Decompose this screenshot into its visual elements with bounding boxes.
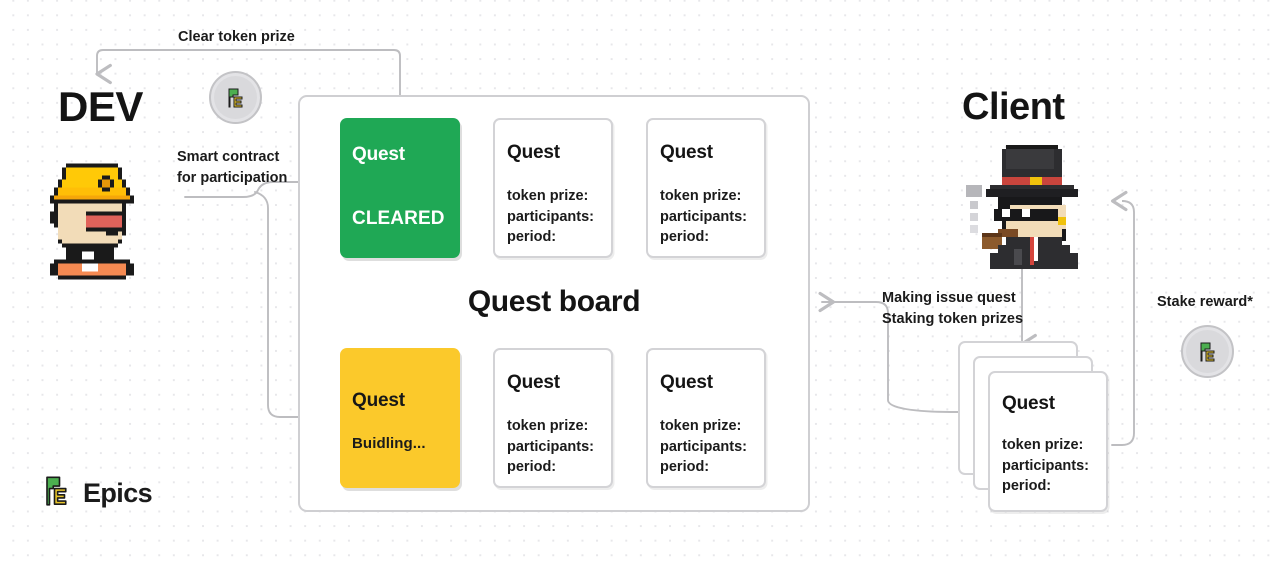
brand-lockup: Epics: [42, 474, 153, 513]
quest-card-title: Quest: [507, 142, 560, 163]
edge-label-stake-reward: Stake reward*: [1157, 294, 1253, 310]
quest-card-title: Quest: [660, 142, 713, 163]
quest-card-details: token prize: participants: period:: [507, 188, 595, 245]
quest-card-bot-2[interactable]: Quest token prize: participants: period:: [493, 348, 613, 488]
quest-card-details: token prize: participants: period:: [507, 418, 595, 475]
client-title: Client: [962, 86, 1065, 128]
epics-coin-icon: [209, 71, 262, 124]
quest-card-building[interactable]: Quest Buidling...: [340, 348, 460, 488]
quest-card-details: token prize: participants: period:: [1002, 437, 1090, 494]
pixel-worker-avatar: [38, 155, 150, 285]
edge-label-smart-contract: Smart contract for participation: [177, 149, 288, 186]
quest-card-cleared[interactable]: Quest CLEARED: [340, 118, 460, 258]
quest-card-title: Quest: [352, 144, 405, 165]
quest-card-status: CLEARED: [352, 208, 445, 229]
quest-board-title: Quest board: [467, 285, 641, 318]
edge-label-making-issue-quest: Making issue quest Staking token prizes: [882, 290, 1024, 327]
quest-card-top-3[interactable]: Quest token prize: participants: period:: [646, 118, 766, 258]
brand-name: Epics: [83, 478, 153, 508]
quest-card-title: Quest: [1002, 393, 1055, 414]
quest-card-top-2[interactable]: Quest token prize: participants: period:: [493, 118, 613, 258]
quest-card-bot-3[interactable]: Quest token prize: participants: period:: [646, 348, 766, 488]
quest-card-title: Quest: [507, 372, 560, 393]
quest-card-details: token prize: participants: period:: [660, 188, 748, 245]
quest-card-title: Quest: [660, 372, 713, 393]
epics-logo-icon: [42, 474, 72, 513]
client-quest-stack-front[interactable]: Quest token prize: participants: period:: [988, 371, 1108, 512]
pixel-gentleman-avatar: [962, 140, 1098, 275]
dev-title: DEV: [58, 83, 143, 130]
wire-stake-reward: [1110, 190, 1135, 446]
edge-label-clear-token-prize: Clear token prize: [178, 29, 295, 45]
quest-card-status: Buidling...: [352, 435, 426, 452]
epics-coin-icon: [1181, 325, 1234, 378]
quest-card-title: Quest: [352, 390, 405, 411]
quest-card-details: token prize: participants: period:: [660, 418, 748, 475]
